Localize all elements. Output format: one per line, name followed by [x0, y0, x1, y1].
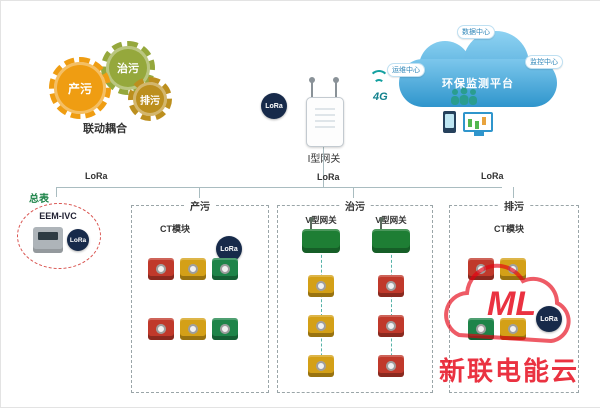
ct-row	[468, 258, 526, 280]
v-gateway-label: V型网关	[305, 215, 337, 225]
ct-stack	[378, 275, 404, 377]
gateway-label: I型网关	[307, 154, 341, 165]
cloud-bubble-monitor-center: 监控中心	[525, 55, 563, 69]
gear-label: 产污	[67, 81, 92, 96]
zone-paiwu: 排污 CT模块 LoRa	[449, 198, 579, 393]
v-gateway-icon	[372, 217, 410, 253]
bus-lora-label: LoRa	[85, 171, 108, 181]
connector-line	[353, 187, 354, 205]
bus-lora-label: LoRa	[317, 172, 340, 182]
connector-line	[56, 187, 57, 197]
cloud-title: 环保监测平台	[442, 78, 514, 90]
gear-icon: 排污	[128, 77, 172, 121]
lora-badge: LoRa	[216, 236, 242, 262]
bus-lora-label: LoRa	[481, 171, 504, 181]
dashed-connector	[391, 250, 392, 376]
ct-transformer-icon	[468, 318, 494, 340]
v-gateway-column: V型网关	[358, 214, 424, 384]
ct-transformer-icon	[500, 318, 526, 340]
zone-label: 排污	[499, 198, 529, 213]
cloud-bubble-ops-center: 运维中心	[387, 63, 425, 77]
v-gateway-icon	[302, 217, 340, 253]
ct-transformer-icon	[378, 315, 404, 337]
cloud-bubble-data-center: 数据中心	[457, 25, 495, 39]
gear-label: 排污	[140, 95, 160, 107]
meter-icon	[33, 227, 63, 253]
ct-module-label: CT模块	[160, 224, 190, 234]
connector-line	[323, 147, 324, 187]
connector-line	[199, 187, 200, 205]
v-gateway-column: V型网关	[288, 214, 354, 384]
ct-transformer-icon	[500, 258, 526, 280]
ct-transformer-icon	[308, 315, 334, 337]
zone-zhiwu: 治污 V型网关 V型网关	[277, 198, 433, 393]
ct-row	[148, 318, 238, 340]
cloud-icon: 环保监测平台 数据中心 运维中心 监控中心	[387, 25, 563, 109]
ct-transformer-icon	[212, 258, 238, 280]
ct-transformer-icon	[148, 318, 174, 340]
signal-waves-icon	[369, 70, 389, 90]
ct-transformer-icon	[212, 318, 238, 340]
ct-stack	[308, 275, 334, 377]
phone-icon	[443, 111, 456, 133]
ct-transformer-icon	[308, 275, 334, 297]
zone-label: 产污	[185, 198, 215, 213]
gears-caption: 联动耦合	[83, 123, 127, 135]
ct-transformer-icon	[378, 275, 404, 297]
ct-module-label: CT模块	[494, 224, 524, 234]
antenna-icon	[309, 77, 315, 99]
zone-chanwu: 产污 CT模块 LoRa	[131, 198, 269, 393]
meter-model-label: EEM-IVC	[39, 211, 77, 221]
meter-group-outline	[17, 203, 101, 269]
ct-transformer-icon	[468, 258, 494, 280]
ct-transformer-icon	[180, 258, 206, 280]
ct-transformer-icon	[148, 258, 174, 280]
gear-icon: 产污	[49, 57, 111, 119]
ct-transformer-icon	[378, 355, 404, 377]
v-gateway-label: V型网关	[375, 215, 407, 225]
dashed-connector	[321, 250, 322, 376]
ct-row	[148, 258, 238, 280]
4g-label: 4G	[373, 91, 388, 103]
gateway-vent	[315, 108, 335, 130]
bus-line	[56, 187, 502, 188]
monitor-icon	[463, 112, 493, 136]
ct-transformer-icon	[308, 355, 334, 377]
lora-badge: LoRa	[67, 229, 89, 251]
zone-label: 治污	[340, 198, 370, 213]
gear-label: 治污	[117, 63, 139, 75]
type1-gateway-icon	[306, 97, 344, 147]
meter-caption: 总表	[29, 194, 49, 205]
antenna-icon	[333, 77, 339, 99]
ct-transformer-icon	[180, 318, 206, 340]
ct-row	[468, 318, 526, 340]
lora-badge: LoRa	[536, 306, 562, 332]
lora-badge: LoRa	[261, 93, 287, 119]
connector-line	[513, 187, 514, 205]
people-icon	[451, 87, 477, 105]
